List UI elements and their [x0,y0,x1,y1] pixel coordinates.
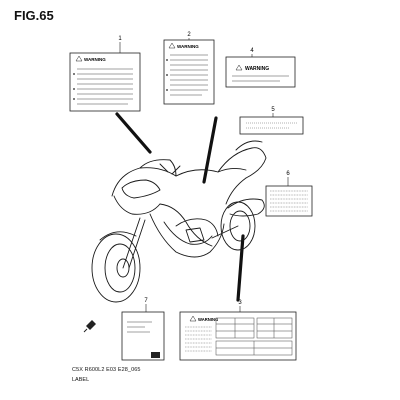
leader-lines [115,112,245,302]
label-1-warning-text: WARNING [84,57,106,62]
callout-7: 7 [144,298,148,304]
callout-1: 1 [118,36,122,42]
label-4-warning-text: WARNING [245,66,269,72]
callout-5: 5 [271,107,275,113]
front-wheel [91,233,141,303]
warning-triangle-icon [75,55,83,62]
fastener-icon [83,320,96,333]
label-5: 5 [239,107,304,135]
warning-triangle-icon [189,315,197,322]
diagram-code: C5X R600L2 E03 E28_065 [72,367,141,373]
label-2: 2 WARNING [163,32,215,105]
label-3-warning-text: WARNING [198,317,218,322]
booklet-emblem-icon [151,352,160,358]
warning-triangle-icon [168,42,176,49]
figure-title: FIG.65 [14,8,54,23]
label-1: 1 WARNING [69,36,141,112]
diagram-label: LABEL [72,377,90,383]
label-7: 7 [121,298,165,361]
callout-4: 4 [250,48,254,54]
callout-2: 2 [187,32,191,38]
label-3: 3 WARNING [179,300,297,361]
label-4: 4 WARNING [225,48,296,88]
motorcycle-drawing [91,140,267,303]
label-6: 6 [265,171,313,217]
warning-triangle-icon [235,64,243,71]
label-2-warning-text: WARNING [177,44,199,49]
callout-3: 3 [238,300,242,306]
callout-6: 6 [286,171,290,177]
